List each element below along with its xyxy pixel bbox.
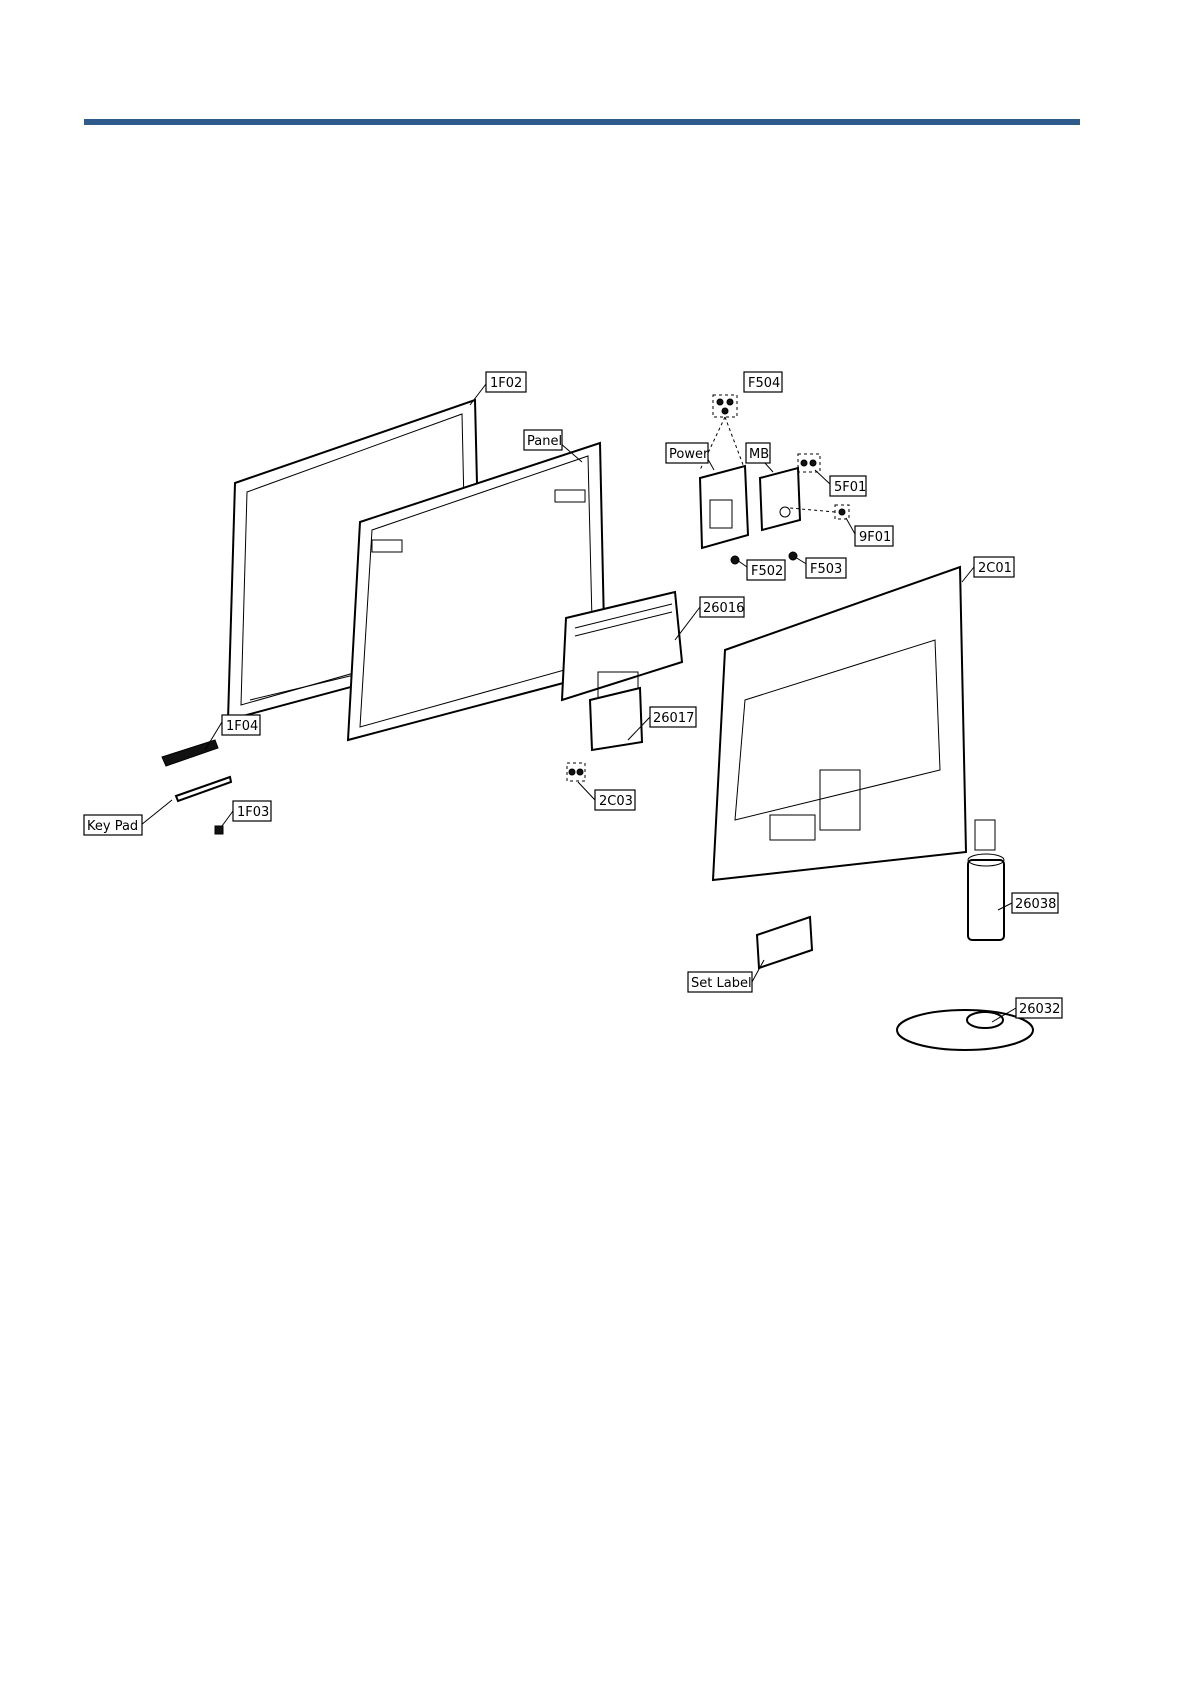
- callout-key-pad-text: Key Pad: [87, 819, 138, 834]
- set-label-part: [757, 917, 812, 968]
- callout-panel-text: Panel: [527, 434, 562, 449]
- screw-group-5f01: [798, 454, 820, 472]
- callout-f502: F502: [747, 560, 785, 580]
- callout-26016: 26016: [700, 597, 744, 617]
- callout-26032: 26032: [1016, 998, 1062, 1018]
- callout-power: Power: [666, 443, 709, 463]
- callout-26017: 26017: [650, 707, 696, 727]
- callout-mb: MB: [746, 443, 770, 463]
- callout-f504-text: F504: [748, 376, 780, 391]
- keypad-holder-part: [162, 740, 218, 766]
- callout-26038-text: 26038: [1015, 897, 1056, 912]
- callout-1f02-text: 1F02: [490, 376, 522, 391]
- callout-set-label-text: Set Label: [691, 976, 752, 991]
- callout-f503: F503: [806, 558, 846, 578]
- callout-26016-text: 26016: [703, 601, 744, 616]
- power-board-part: [700, 466, 748, 548]
- callout-5f01-text: 5F01: [834, 480, 866, 495]
- callout-power-text: Power: [669, 447, 709, 462]
- callout-9f01: 9F01: [855, 526, 893, 546]
- callout-panel: Panel: [524, 430, 562, 450]
- callout-1f02: 1F02: [486, 372, 526, 392]
- main-board-part: [760, 468, 800, 530]
- callout-9f01-text: 9F01: [859, 530, 891, 545]
- button-cap-part: [215, 826, 223, 834]
- callout-1f04-text: 1F04: [226, 719, 258, 734]
- callout-2c03: 2C03: [595, 790, 635, 810]
- callout-5f01: 5F01: [830, 476, 866, 496]
- stand-neck-part: [968, 820, 1004, 940]
- callout-26038: 26038: [1012, 893, 1058, 913]
- callout-26017-text: 26017: [653, 711, 694, 726]
- callout-2c01-text: 2C01: [978, 561, 1012, 576]
- callout-1f04: 1F04: [222, 715, 260, 735]
- callout-2c03-text: 2C03: [599, 794, 633, 809]
- callout-key-pad: Key Pad: [84, 815, 142, 835]
- callout-f504: F504: [744, 372, 782, 392]
- callout-1f03-text: 1F03: [237, 805, 269, 820]
- callout-mb-text: MB: [749, 447, 769, 462]
- callout-f503-text: F503: [810, 562, 842, 577]
- screw-group-2c03: [567, 763, 585, 781]
- callout-1f03: 1F03: [233, 801, 271, 821]
- stand-base-part: [897, 1010, 1033, 1050]
- sub-bracket-part: [590, 688, 642, 750]
- screw-f503: [789, 552, 797, 560]
- callout-f502-text: F502: [751, 564, 783, 579]
- rear-cover-part: [713, 567, 966, 880]
- callout-set-label: Set Label: [688, 972, 752, 992]
- callout-26032-text: 26032: [1019, 1002, 1060, 1017]
- keypad-board-part: [176, 777, 231, 801]
- callout-2c01: 2C01: [974, 557, 1014, 577]
